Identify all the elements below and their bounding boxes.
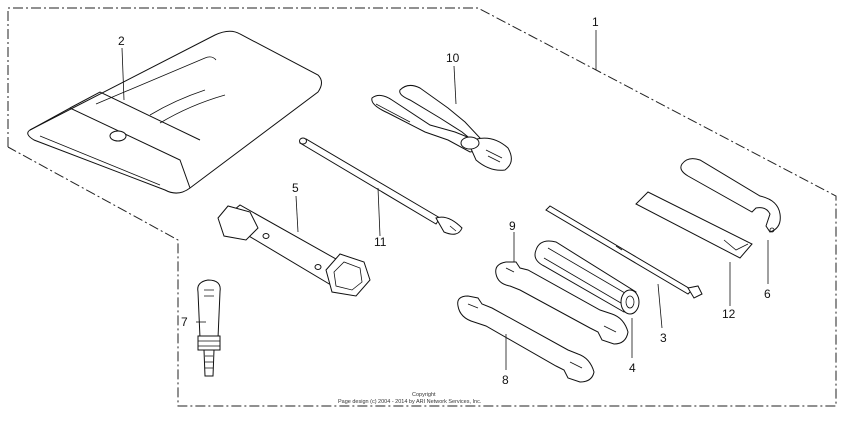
callout-4: 4 xyxy=(629,361,636,375)
callout-11: 11 xyxy=(374,235,387,249)
callout-5: 5 xyxy=(292,181,299,195)
callout-3: 3 xyxy=(660,331,667,345)
callout-7: 7 xyxy=(181,315,188,329)
flat-bar-drawing xyxy=(635,191,753,259)
wrench-upper-drawing xyxy=(495,261,629,345)
wrench-lower-drawing xyxy=(457,295,595,383)
callout-10: 10 xyxy=(446,51,460,65)
callout-9: 9 xyxy=(509,219,516,233)
callout-12: 12 xyxy=(722,307,736,321)
kit-boundary xyxy=(7,7,837,407)
callout-1: 1 xyxy=(592,15,599,29)
tool-bag-drawing xyxy=(27,30,322,194)
plug-tool-drawing xyxy=(197,279,221,377)
handle-bar-drawing xyxy=(299,137,463,235)
callout-2: 2 xyxy=(118,34,125,48)
screwdriver-blade-drawing xyxy=(545,205,703,299)
callout-8: 8 xyxy=(502,373,509,387)
pliers-drawing xyxy=(371,84,512,171)
copyright-notice: Page design (c) 2004 - 2014 by ARI Netwo… xyxy=(338,399,482,405)
leader-lines xyxy=(121,30,769,370)
box-wrench-drawing xyxy=(217,204,371,297)
copyright-label: Copyright xyxy=(412,392,436,398)
screwdriver-grip-drawing xyxy=(534,240,640,315)
callout-6: 6 xyxy=(764,287,771,301)
pin-spanner-drawing xyxy=(680,158,781,233)
